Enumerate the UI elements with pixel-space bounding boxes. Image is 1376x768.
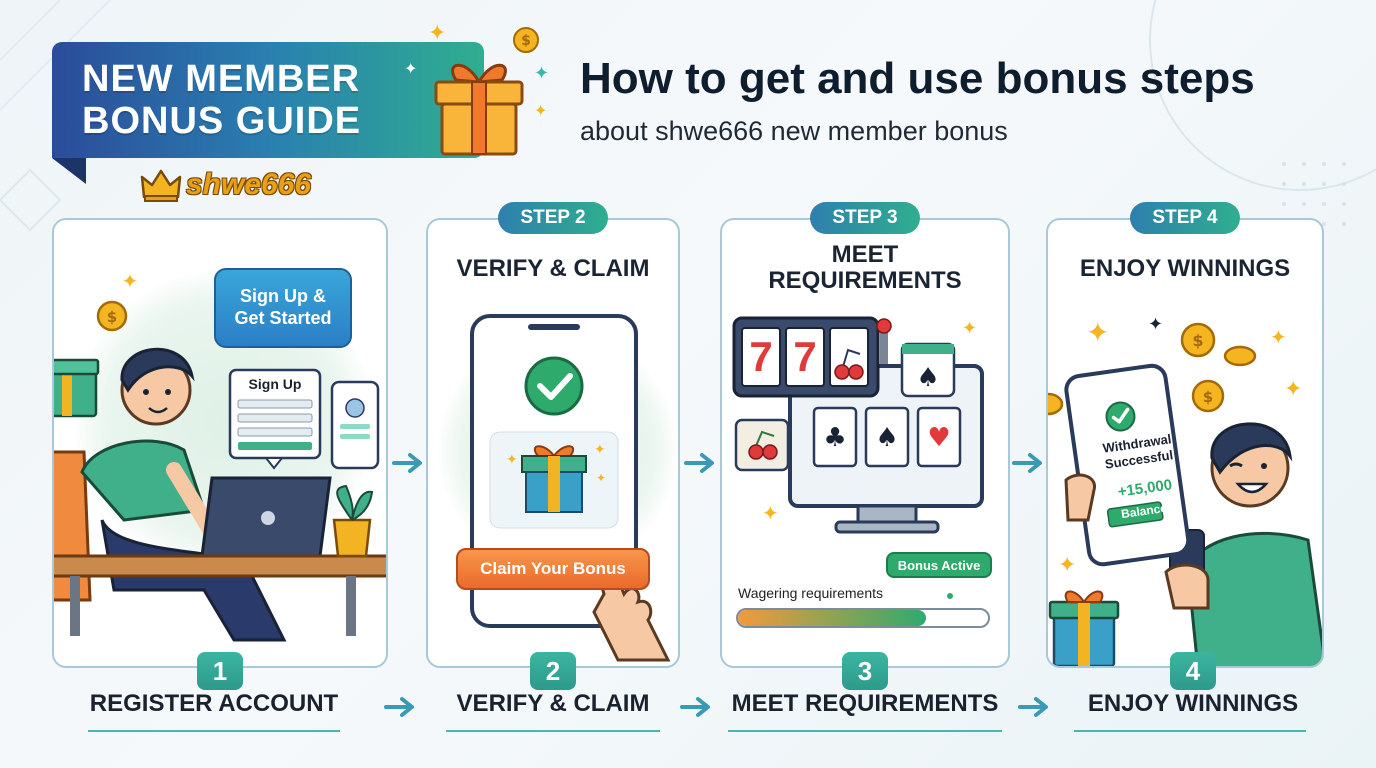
arrow-right-icon <box>684 453 714 473</box>
phone-illustration: ✦ ✦ ✦ <box>470 314 671 662</box>
step-card-1: $ ✦ Sign Up & Get Started Sign Up <box>52 218 388 668</box>
svg-text:$: $ <box>1203 388 1213 406</box>
bubble-line-2: Get Started <box>234 308 332 328</box>
bubble-line-1: Sign Up & <box>240 286 326 306</box>
arrow-right-icon <box>1018 697 1048 717</box>
card-heading: VERIFY & CLAIM <box>456 255 650 282</box>
svg-text:✦: ✦ <box>1270 325 1287 349</box>
arrow-right-icon <box>1012 453 1042 473</box>
claim-bonus-button[interactable]: Claim Your Bonus <box>456 548 650 590</box>
winnings-illustration: $ $ ✦ ✦ ✦ ✦ ✦ <box>1048 314 1322 666</box>
step-number-2: 2 <box>530 652 576 690</box>
step-number-4: 4 <box>1170 652 1216 690</box>
svg-text:✦: ✦ <box>962 318 977 339</box>
svg-text:$: $ <box>1192 331 1203 350</box>
svg-text:✦: ✦ <box>1086 316 1109 349</box>
svg-text:✦: ✦ <box>506 452 518 468</box>
slot-reel-2: 7 <box>793 333 817 380</box>
step-pill-3: STEP 3 <box>810 202 920 234</box>
svg-text:✦: ✦ <box>596 471 606 485</box>
wagering-progress-bar <box>736 608 990 628</box>
svg-text:♠: ♠ <box>916 363 939 393</box>
sparkle-icon: ✦ <box>428 20 447 45</box>
step-label-3: MEET REQUIREMENTS <box>731 690 999 717</box>
sparkle-icon: ✦ <box>534 103 548 120</box>
step-card-2: VERIFY & CLAIM ✦ ✦ ✦ <box>426 218 680 668</box>
signup-form-title: Sign Up <box>248 376 302 392</box>
svg-text:$: $ <box>521 33 531 49</box>
signup-bubble: Sign Up & Get Started <box>214 268 352 348</box>
svg-text:✦: ✦ <box>594 442 606 458</box>
svg-text:✦: ✦ <box>122 269 139 293</box>
step-card-3: MEET REQUIREMENTS ♣ ♠ ♥ ♠ ✦ ✦ 7 7 <box>720 218 1010 668</box>
svg-text:✦: ✦ <box>762 501 779 525</box>
card-heading-line-2: REQUIREMENTS <box>768 267 962 294</box>
gift-icon <box>434 63 524 156</box>
arrow-right-icon <box>384 697 414 717</box>
svg-text:✦: ✦ <box>1148 314 1163 335</box>
card-heading-line-1: MEET <box>831 241 899 268</box>
label-underline <box>728 730 1002 732</box>
banner-line-1: NEW MEMBER <box>82 58 361 100</box>
wagering-progress-fill <box>738 610 926 626</box>
step-label-2: VERIFY & CLAIM <box>456 690 650 717</box>
banner-line-2: BONUS GUIDE <box>82 100 362 142</box>
label-underline <box>1074 730 1306 732</box>
banner-fold <box>52 158 86 184</box>
brand-logo: shwe666 <box>140 166 311 204</box>
step-pill-2: STEP 2 <box>498 202 608 234</box>
page-title: How to get and use bonus steps <box>580 54 1255 103</box>
slots-illustration: ♣ ♠ ♥ ♠ ✦ ✦ <box>732 316 984 599</box>
arrow-right-icon <box>680 697 710 717</box>
svg-text:$: $ <box>107 308 117 326</box>
slot-reel-1: 7 <box>749 333 773 380</box>
svg-text:♠: ♠ <box>875 423 898 453</box>
step-label-1: REGISTER ACCOUNT <box>89 690 339 717</box>
sparkle-icon: ✦ <box>404 61 418 78</box>
coin-icon: $ <box>513 27 539 53</box>
step-number-1: 1 <box>197 652 243 690</box>
label-underline <box>88 730 340 732</box>
sparkle-icon: ✦ <box>534 63 550 83</box>
step-label-4: ENJOY WINNINGS <box>1087 690 1299 717</box>
wagering-label: Wagering requirements <box>738 585 883 601</box>
svg-text:♥: ♥ <box>927 423 950 453</box>
card-heading: ENJOY WINNINGS <box>1079 255 1291 282</box>
register-illustration: $ ✦ <box>54 269 386 642</box>
arrow-right-icon <box>392 453 422 473</box>
page-subtitle: about shwe666 new member bonus <box>580 116 1008 146</box>
step-pill-4: STEP 4 <box>1130 202 1240 234</box>
svg-text:✦: ✦ <box>1284 377 1302 402</box>
label-underline <box>446 730 660 732</box>
crown-icon <box>140 169 182 202</box>
bonus-active-badge: Bonus Active <box>886 552 992 578</box>
brand-name: shwe666 <box>186 168 312 201</box>
step-number-3: 3 <box>842 652 888 690</box>
svg-text:♣: ♣ <box>823 423 846 453</box>
step-card-4: ENJOY WINNINGS $ $ ✦ ✦ ✦ ✦ ✦ <box>1046 218 1324 668</box>
svg-text:✦: ✦ <box>1058 553 1076 578</box>
guide-banner: NEW MEMBER BONUS GUIDE <box>52 42 484 158</box>
